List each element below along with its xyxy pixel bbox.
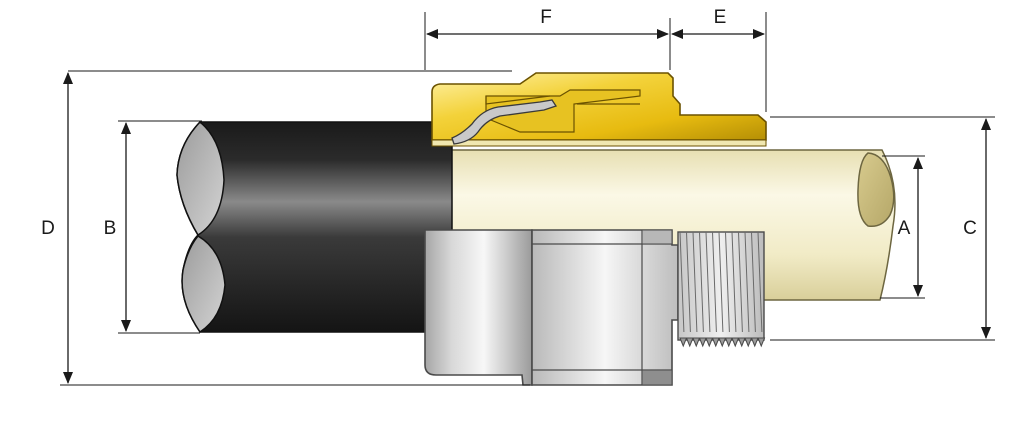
dimension-lines — [60, 12, 995, 386]
armour-wire — [451, 99, 558, 145]
entry-thread — [677, 231, 766, 348]
dimension-label-d: D — [41, 218, 55, 239]
steel-entry-body — [424, 229, 679, 386]
outer-cable-end-face-upper — [176, 120, 225, 237]
dimension-label-f: F — [540, 7, 552, 28]
outer-cable-end-face-lower — [181, 235, 226, 334]
outer-cable-sheath — [176, 120, 453, 334]
brass-gland-cap — [431, 72, 767, 147]
dimension-label-b: B — [104, 218, 117, 239]
dimension-label-c: C — [963, 218, 977, 239]
dimension-label-a: A — [898, 218, 911, 239]
dimension-label-e: E — [714, 7, 727, 28]
inner-cable-end-face — [857, 152, 895, 228]
